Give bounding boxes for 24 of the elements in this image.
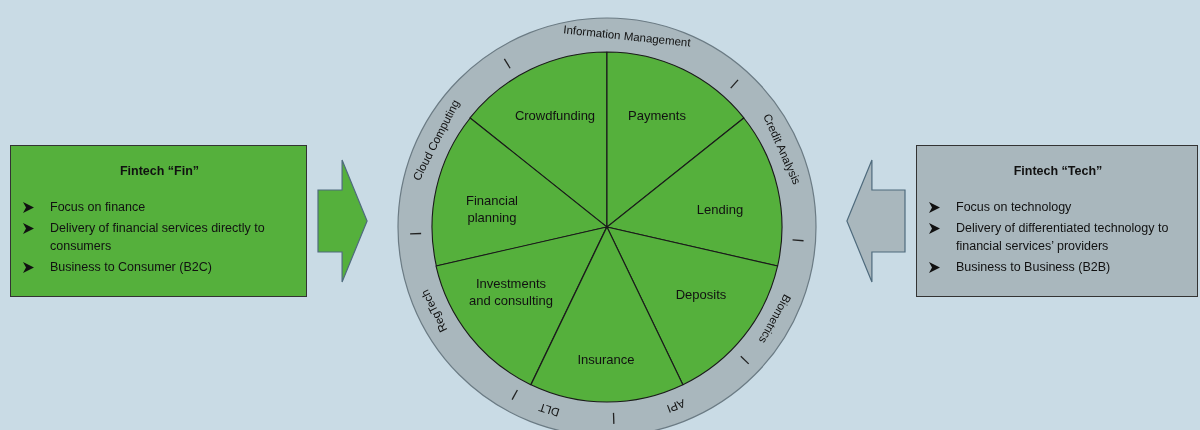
segment-label: Crowdfunding xyxy=(513,106,597,124)
ring-label: Information Management xyxy=(562,23,692,49)
segment-label: Financial planning xyxy=(465,192,519,226)
outer-ring xyxy=(397,17,817,430)
ring-label: DLT xyxy=(537,401,561,419)
block-arrow xyxy=(846,159,906,283)
info-card xyxy=(916,145,1198,297)
segment-label: Investments and consulting xyxy=(468,275,554,309)
ring-label: API xyxy=(665,397,687,416)
segment-label: Deposits xyxy=(674,285,728,303)
card-title: Fintech “Fin” xyxy=(118,164,201,178)
bullet-text: Focus on finance xyxy=(50,199,146,216)
bullet-text: Business to Business (B2B) xyxy=(956,259,1111,276)
card-title: Fintech “Tech” xyxy=(1012,164,1104,178)
bullet-text: Business to Consumer (B2C) xyxy=(50,259,212,276)
bullet-text: Delivery of financial services directly to consumers xyxy=(50,220,266,255)
segment-label: Payments xyxy=(627,106,687,124)
segment-label: Insurance xyxy=(576,350,636,368)
info-card xyxy=(10,145,307,297)
pie-segment xyxy=(607,52,744,227)
block-arrow xyxy=(317,159,368,283)
segment-label: Lending xyxy=(695,200,745,218)
bullet-text: Focus on technology xyxy=(956,199,1072,216)
bullet-text: Delivery of differentiated technology to financial services’ providers xyxy=(956,220,1170,255)
